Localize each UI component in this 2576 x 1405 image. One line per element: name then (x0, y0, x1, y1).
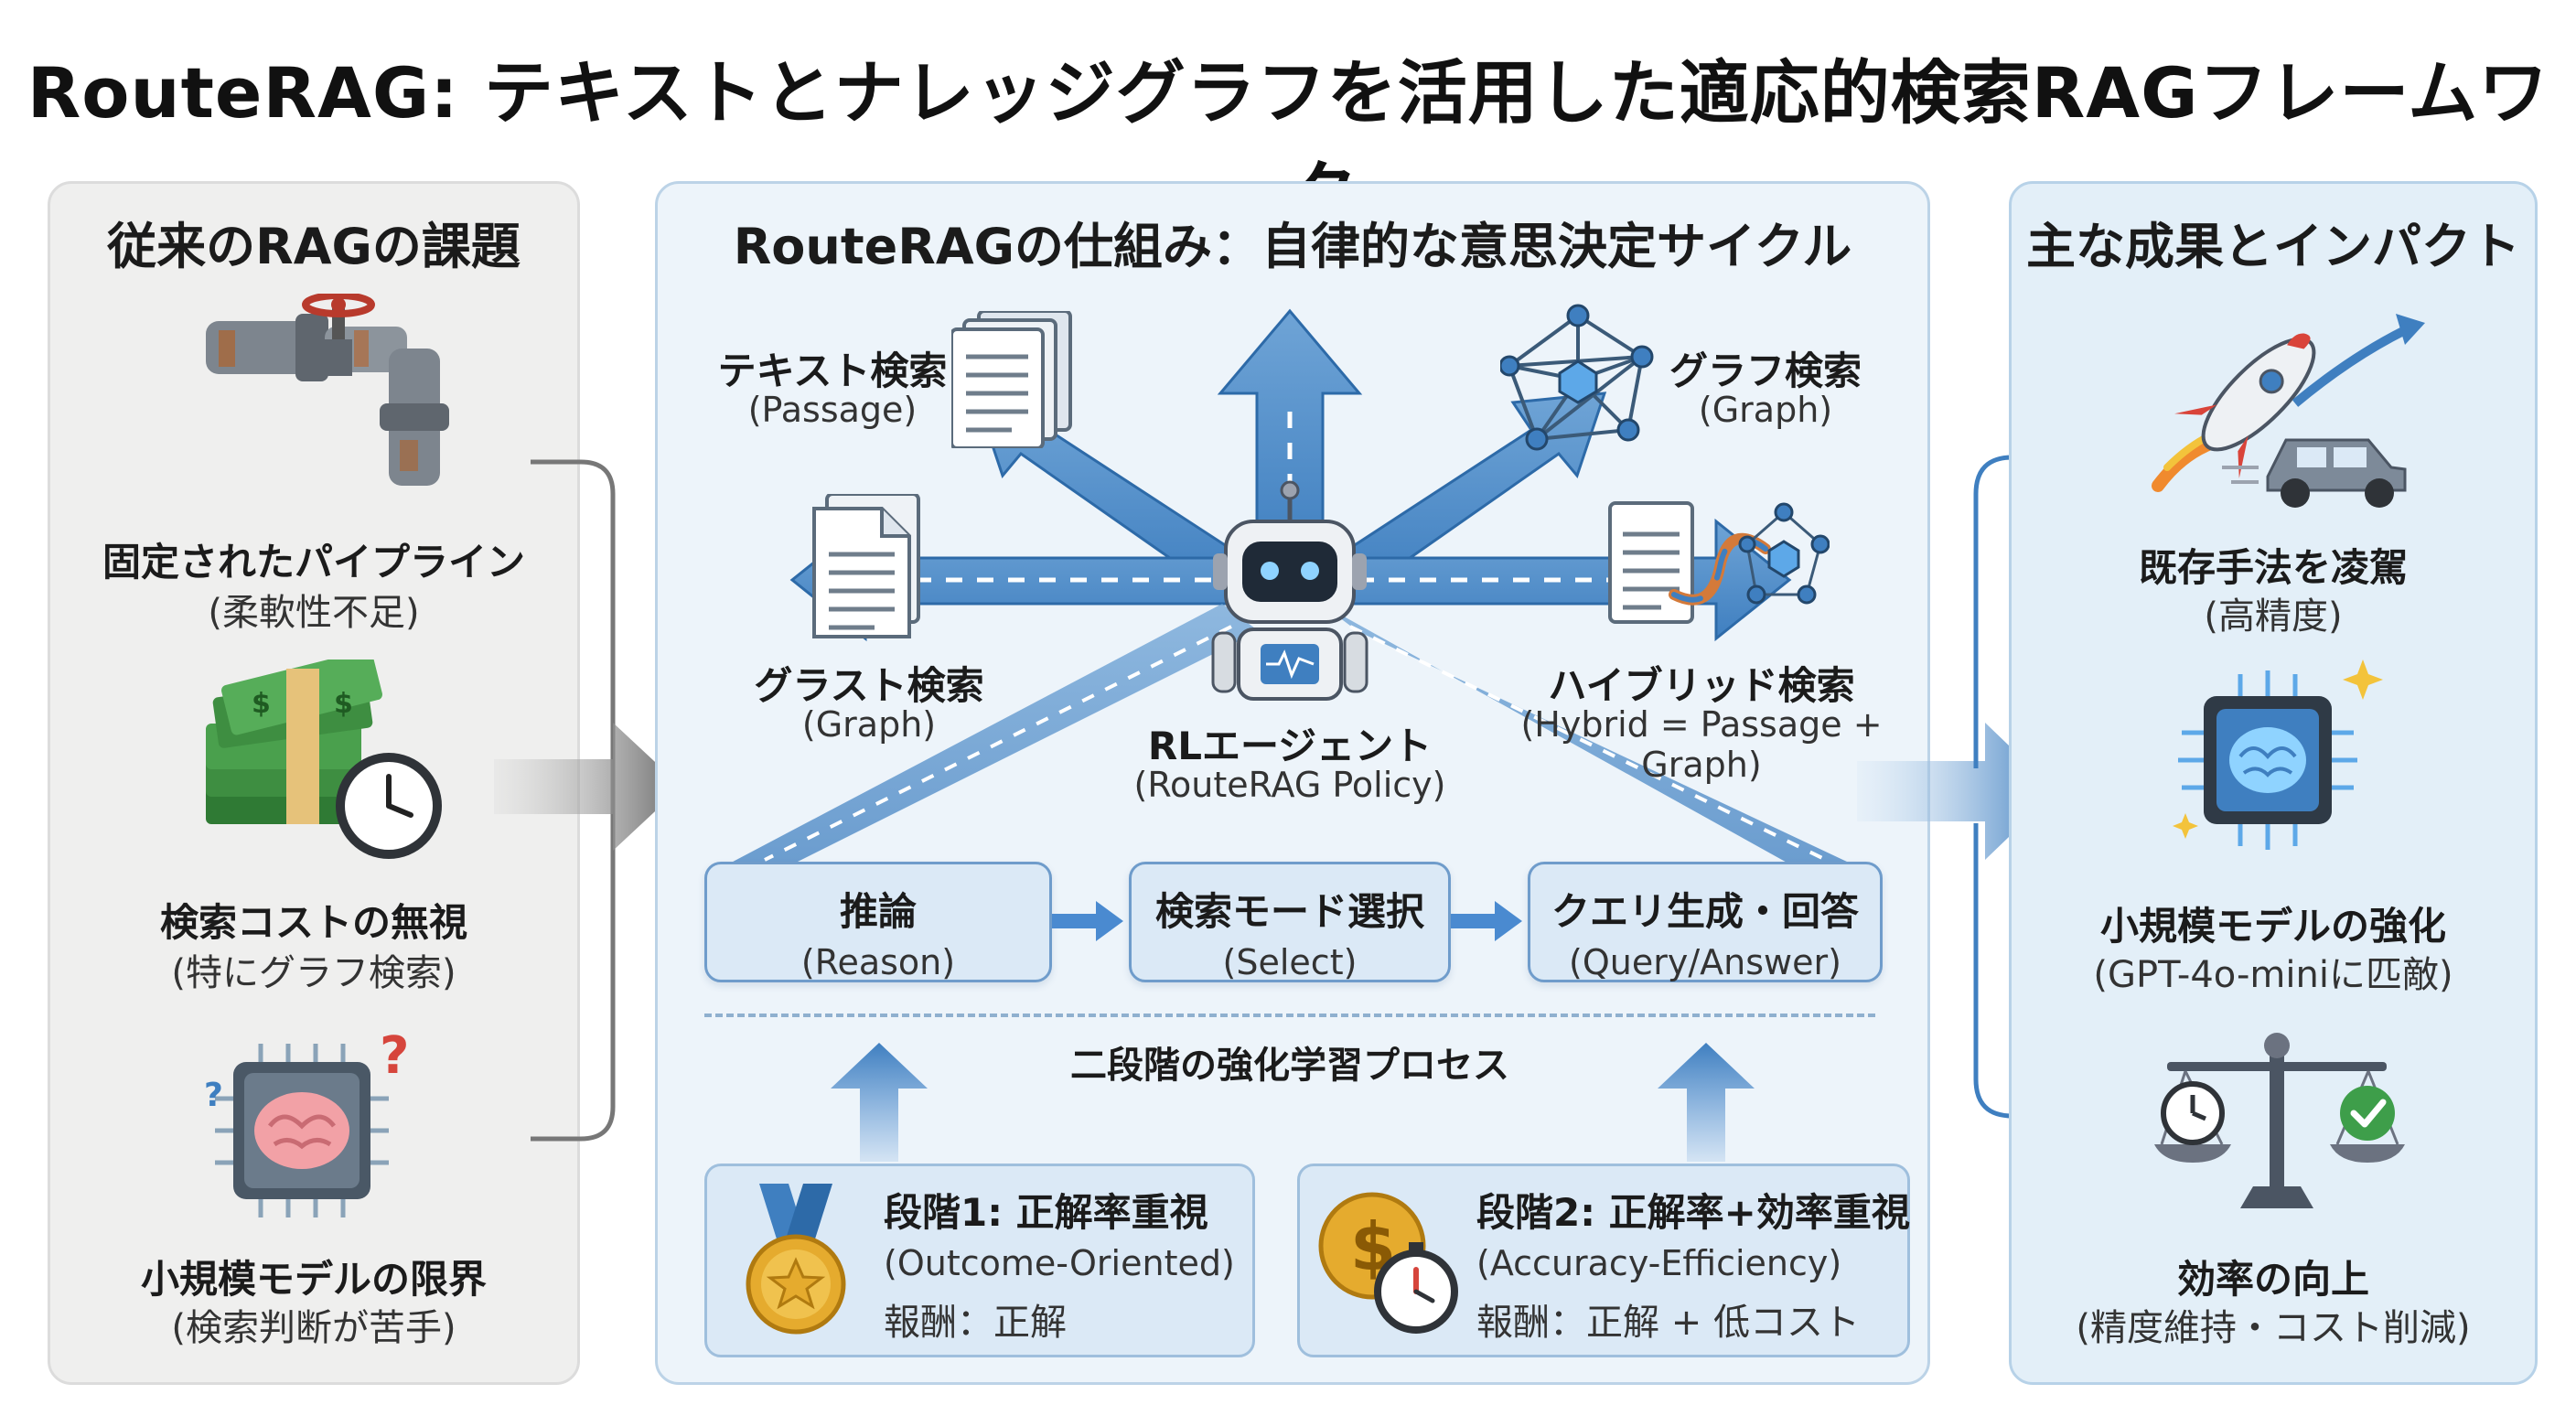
stage1-up-arrow (831, 1043, 928, 1162)
step-arrow-1 (1052, 901, 1123, 941)
agent-sub: (RouteRAG Policy) (1133, 765, 1446, 805)
stage1-text: 段階1: 正解率重視 (Outcome-Oriented) 報酬：正解 (884, 1182, 1235, 1346)
stage2-text: 段階2: 正解率+効率重視 (Accuracy-Efficiency) 報酬：正… (1476, 1182, 1910, 1346)
graph-search-sub: (Graph) (1698, 390, 1833, 430)
brain-chip-icon (2173, 660, 2383, 850)
step-arrow-2 (1451, 901, 1522, 941)
svg-text:$: $ (252, 688, 271, 720)
step-select: 検索モード選択 (Select) (1129, 862, 1451, 982)
document-stack-icon (951, 311, 1072, 448)
document-icon (812, 494, 920, 638)
glast-search-label: グラスト検索 (754, 663, 984, 708)
outcome-sub-1: (高精度) (2204, 595, 2343, 638)
step-reason-sub: (Reason) (800, 942, 956, 982)
robot-agent-icon (1211, 480, 1368, 701)
svg-text:$: $ (334, 688, 353, 720)
text-search-label: テキスト検索 (717, 349, 948, 393)
stage2-sub: (Accuracy-Efficiency) (1476, 1243, 1842, 1283)
svg-text:?: ? (380, 1026, 409, 1086)
step-reason-label: 推論 (839, 889, 917, 934)
coin-stopwatch-icon: $ (1318, 1192, 1458, 1334)
flow-arrow-blue (1857, 723, 2056, 860)
hybrid-doc-graph-icon (1608, 501, 1830, 624)
outcomes-heading: 主な成果とインパクト (2026, 218, 2520, 275)
challenge-sub-3: (検索判断が苦手) (171, 1307, 456, 1349)
step-query-answer: クエリ生成・回答 (Query/Answer) (1528, 862, 1883, 982)
challenges-heading: 従来のRAGの課題 (107, 218, 521, 275)
medal-icon (746, 1184, 846, 1335)
outcome-label-3: 効率の向上 (2176, 1257, 2369, 1302)
svg-text:?: ? (204, 1077, 223, 1114)
stage2-reward: 報酬：正解 + 低コスト (1476, 1302, 1860, 1344)
challenges-panel: 従来のRAGの課題 固定されたパイプライン (柔軟性不足) $ $ (48, 181, 580, 1385)
process-label: 二段階の強化学習プロセス (1070, 1045, 1509, 1087)
process-divider (704, 1014, 1875, 1017)
challenge-label-2: 検索コストの無視 (159, 900, 467, 945)
rusty-pipe-icon (206, 294, 449, 486)
outcome-sub-3: (精度維持・コスト削減) (2076, 1307, 2471, 1349)
challenge-sub-2: (特にグラフ検索) (171, 952, 456, 994)
confused-brain-chip-icon: ? ? (204, 1026, 409, 1217)
rocket-car-icon (2152, 314, 2425, 508)
lower-left-road (719, 604, 1259, 869)
outcomes-panel: 主な成果とインパクト 既存手法を凌駕 (高精度) (2009, 181, 2538, 1385)
right-arrow (1337, 518, 1792, 642)
outcome-label-2: 小規模モデルの強化 (2099, 904, 2446, 949)
agent-label: RLエージェント (1147, 724, 1433, 768)
challenge-label-3: 小規模モデルの限界 (140, 1257, 487, 1302)
step-reason: 推論 (Reason) (704, 862, 1052, 982)
challenge-sub-1: (柔軟性不足) (208, 592, 420, 634)
step-select-sub: (Select) (1222, 942, 1358, 982)
hybrid-search-label: ハイブリッド検索 (1548, 663, 1855, 708)
graph-network-icon (1500, 304, 1654, 451)
mechanism-heading: RouteRAGの仕組み：自律的な意思決定サイクル (733, 218, 1852, 275)
step-select-label: 検索モード選択 (1154, 889, 1424, 934)
step-query-sub: (Query/Answer) (1569, 942, 1841, 982)
money-clock-icon: $ $ (206, 660, 442, 859)
stage2-up-arrow (1658, 1043, 1755, 1162)
challenge-label-1: 固定されたパイプライン (102, 540, 525, 585)
stage1-reward: 報酬：正解 (884, 1302, 1067, 1344)
outcome-label-1: 既存手法を凌駕 (2138, 545, 2408, 590)
routing-roads-diagram (719, 308, 1862, 869)
glast-search-sub: (Graph) (801, 704, 937, 745)
outcome-sub-2: (GPT-4o-miniに匹敵) (2093, 954, 2453, 996)
stage1-sub: (Outcome-Oriented) (884, 1243, 1235, 1283)
stage2-label: 段階2: 正解率+効率重視 (1476, 1190, 1910, 1235)
balance-scale-icon (2154, 1033, 2405, 1208)
flow-arrow-grey (494, 723, 682, 851)
hybrid-search-sub: (Hybrid = Passage + Graph) (1520, 704, 1883, 785)
text-search-sub: (Passage) (747, 390, 918, 430)
step-query-label: クエリ生成・回答 (1551, 889, 1859, 934)
stage1-label: 段階1: 正解率重視 (884, 1190, 1208, 1235)
graph-search-label: グラフ検索 (1669, 349, 1862, 393)
